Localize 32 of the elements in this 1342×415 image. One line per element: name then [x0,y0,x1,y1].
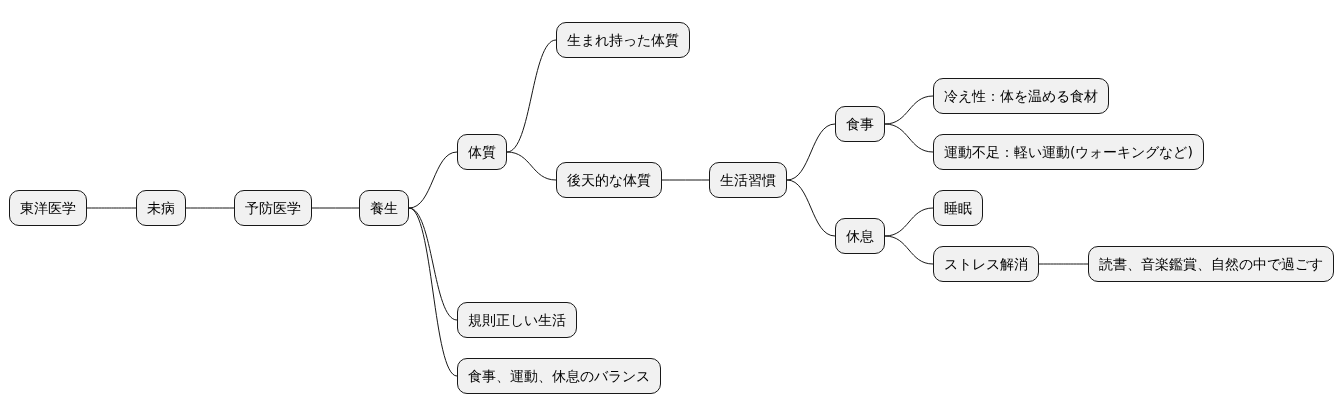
connector-line [884,207,934,237]
topic-box: 読書、音楽鑑賞、自然の中で過ごす [1088,246,1334,282]
connector-line [185,207,235,209]
topic-box: 食事、運動、休息のバランス [457,358,661,394]
connector-line [506,39,557,153]
topic-box: 東洋医学 [9,190,87,226]
topic-box: 養生 [359,190,409,226]
connector-line [1038,263,1089,265]
connector-line [661,179,710,181]
topic-box: 後天的な体質 [556,162,662,198]
connector-line [408,151,458,209]
connector-line [884,235,934,265]
topic-box: 運動不足：軽い運動(ウォーキングなど) [933,134,1204,170]
connector-line [786,123,836,181]
connector-line [408,207,458,377]
connector-line [311,207,360,209]
topic-box: 食事 [835,106,885,142]
connector-line [506,151,557,181]
topic-box: ストレス解消 [933,246,1039,282]
connector-line [786,179,836,237]
topic-box: 規則正しい生活 [457,302,577,338]
connector-line [884,95,934,125]
topic-box: 予防医学 [234,190,312,226]
topic-box: 休息 [835,218,885,254]
topic-box: 生まれ持った体質 [556,22,690,58]
topic-box: 冷え性：体を温める食材 [933,78,1109,114]
connector-line [884,123,934,153]
topic-box: 未病 [136,190,186,226]
connector-line [86,207,137,209]
topic-box: 体質 [457,134,507,170]
topic-box: 生活習慣 [709,162,787,198]
topic-box: 睡眠 [933,190,983,226]
